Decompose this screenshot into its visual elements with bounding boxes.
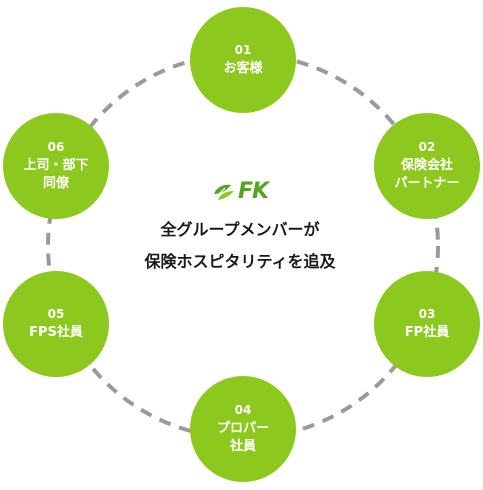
leaf-icon [213, 184, 234, 200]
tagline-line-1: 全グループメンバーが [160, 220, 320, 239]
node-01: 01 お客様 [190, 7, 296, 113]
node-label: 保険会社 パートナー [394, 158, 460, 191]
node-label: FP社員 [404, 325, 450, 340]
node-05: 05 FPS社員 [3, 271, 109, 377]
node-number: 02 [418, 140, 436, 154]
node-03: 03 FP社員 [374, 271, 480, 377]
company-logo: FK [212, 178, 269, 204]
node-number: 03 [418, 307, 436, 321]
node-number: 04 [234, 403, 252, 417]
node-label: 上司・部下 同僚 [23, 158, 89, 191]
node-04: 04 プロパー 社員 [190, 376, 296, 482]
tagline-line-2: 保険ホスピタリティを追及 [144, 252, 336, 271]
node-number: 06 [47, 140, 65, 154]
node-label: FPS社員 [29, 325, 83, 340]
node-label: お客様 [223, 61, 263, 76]
node-06: 06 上司・部下 同僚 [3, 113, 109, 219]
node-label: プロパー 社員 [216, 421, 269, 454]
logo-text: FK [237, 178, 269, 204]
node-02: 02 保険会社 パートナー [374, 113, 480, 219]
node-number: 05 [47, 307, 65, 321]
node-number: 01 [234, 43, 252, 57]
center-content: FK 全グループメンバーが 保険ホスピタリティを追及 [100, 178, 380, 278]
